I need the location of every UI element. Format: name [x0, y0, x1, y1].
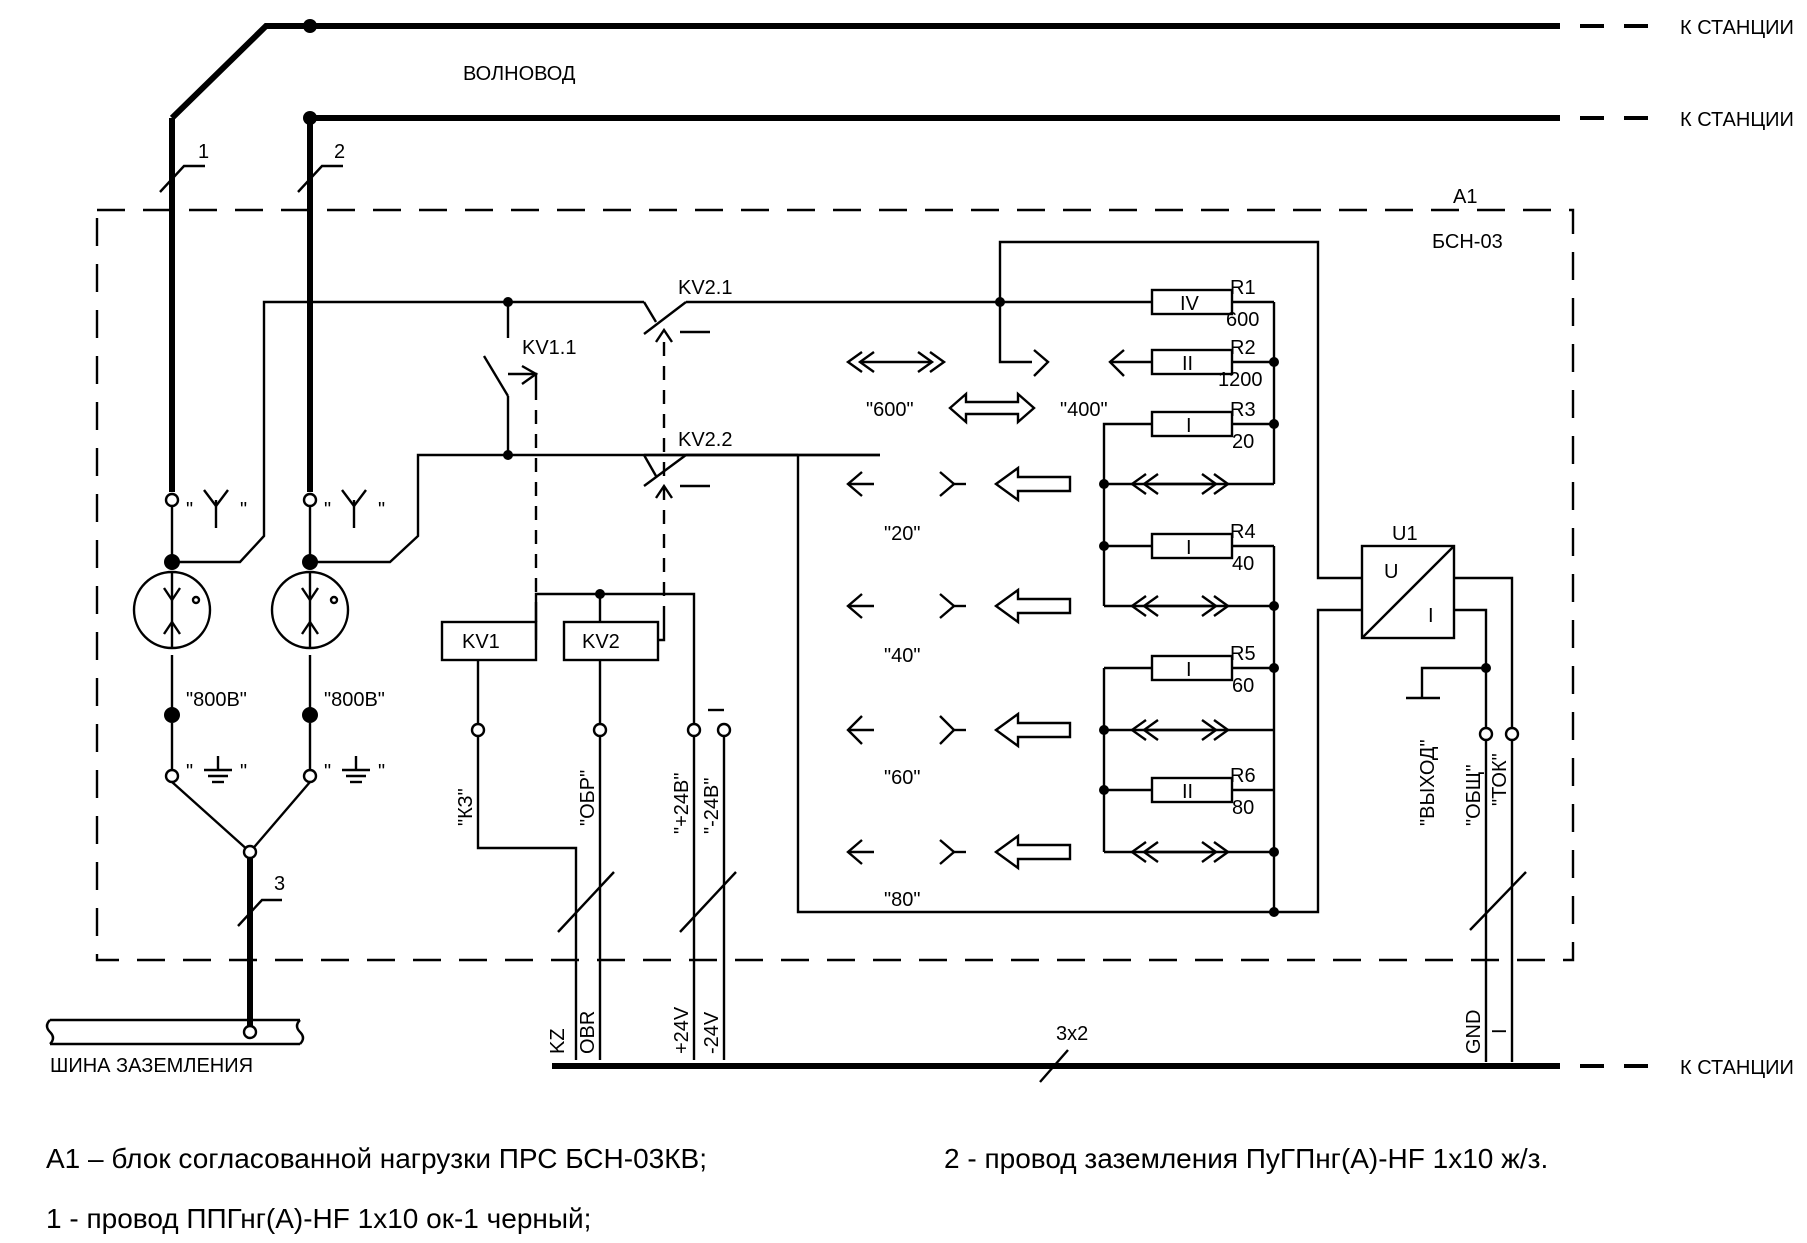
- wire-3-label: 3: [274, 873, 285, 895]
- block-model: БСН-03: [1432, 231, 1503, 253]
- selector-arrows: [948, 391, 1072, 871]
- position-600-label: "600": [866, 399, 914, 421]
- left-arrester-chain: [132, 468, 266, 853]
- resistor-r3: I R3 20: [1150, 399, 1256, 453]
- svg-text:I: I: [1186, 537, 1192, 559]
- pin-i: I: [1489, 1028, 1511, 1034]
- svg-text:R5: R5: [1230, 643, 1256, 665]
- pin-m24: -24V: [701, 1011, 723, 1054]
- position-20-label: "20": [884, 523, 920, 545]
- relay-kv1: [440, 620, 538, 662]
- load-network: [995, 240, 1362, 917]
- to-station-label-top: К СТАНЦИИ: [1680, 17, 1794, 39]
- svg-text:": ": [240, 499, 247, 521]
- svg-text:R1: R1: [1230, 277, 1256, 299]
- u1-label: U1: [1392, 523, 1418, 545]
- relay-kv1-label: KV1: [462, 631, 500, 653]
- block-designator: А1: [1453, 186, 1477, 208]
- arrester-arrows: [163, 587, 319, 635]
- cable-label: 3х2: [1056, 1023, 1088, 1045]
- jumper-connectors: [845, 351, 1231, 865]
- to-station-label-bottom: К СТАНЦИИ: [1680, 1057, 1794, 1079]
- waveguide-label: ВОЛНОВОД: [463, 63, 576, 85]
- pin-output-ru: "ВЫХОД": [1417, 739, 1439, 826]
- waveguide-lines: [169, 19, 1650, 125]
- svg-text:R3: R3: [1230, 399, 1256, 421]
- ground-symbol-right: " ": [324, 756, 385, 784]
- svg-text:": ": [324, 499, 331, 521]
- svg-text:": ": [378, 761, 385, 783]
- position-60-label: "60": [884, 767, 920, 789]
- svg-text:I: I: [1186, 415, 1192, 437]
- u1-input-label: U: [1384, 561, 1398, 583]
- wire-1-label: 1: [198, 141, 209, 163]
- resistor-r5: I R5 60: [1150, 643, 1256, 697]
- pin-common-ru: "ОБЩ": [1463, 764, 1485, 826]
- pin-obr: OBR: [577, 1011, 599, 1054]
- pin-gnd: GND: [1463, 1010, 1485, 1054]
- svg-text:": ": [186, 499, 193, 521]
- wire-2-label: 2: [334, 141, 345, 163]
- svg-text:R4: R4: [1230, 521, 1256, 543]
- svg-text:80: 80: [1232, 797, 1254, 819]
- relay-linkages: [534, 342, 666, 620]
- ground-bus-label: ШИНА ЗАЗЕМЛЕНИЯ: [50, 1055, 253, 1077]
- antenna-symbol-left: " ": [186, 489, 247, 528]
- pin-current-ru: "ТОК": [1489, 753, 1511, 806]
- arrester-left-label: "800В": [186, 689, 247, 711]
- position-400-label: "400": [1060, 399, 1108, 421]
- svg-text:": ": [186, 761, 193, 783]
- svg-text:R2: R2: [1230, 337, 1256, 359]
- to-station-label-middle: К СТАНЦИИ: [1680, 109, 1794, 131]
- ground-wire-3: [237, 844, 282, 1040]
- bottom-cable: [552, 1049, 1650, 1083]
- pin-p24: +24V: [671, 1006, 693, 1054]
- kv2-1-label: KV2.1: [678, 277, 732, 299]
- svg-text:40: 40: [1232, 553, 1254, 575]
- resistor-r4: I R4 40: [1150, 521, 1256, 575]
- antenna-feeders: [159, 118, 343, 492]
- antenna-symbol-right: " ": [324, 489, 385, 528]
- svg-text:IV: IV: [1180, 293, 1200, 315]
- kv1-1-label: KV1.1: [522, 337, 576, 359]
- control-terminals: [470, 708, 737, 1060]
- svg-text:": ": [324, 761, 331, 783]
- svg-text:": ": [240, 761, 247, 783]
- pin-m24-ru: "-24В": [701, 778, 723, 834]
- position-40-label: "40": [884, 645, 920, 667]
- svg-text:I: I: [1186, 659, 1192, 681]
- relay-kv2-label: KV2: [582, 631, 620, 653]
- relay-contacts: [262, 297, 1272, 914]
- block-a1-border: [95, 208, 1575, 962]
- legend-item-2: 2 - провод заземления ПуГПнг(А)-HF 1х10 …: [944, 1143, 1548, 1174]
- svg-text:II: II: [1182, 781, 1193, 803]
- legend-item-a1: А1 – блок согласованной нагрузки ПРС БСН…: [46, 1143, 707, 1174]
- svg-text:R6: R6: [1230, 765, 1256, 787]
- svg-text:1200: 1200: [1218, 369, 1263, 391]
- svg-text:": ": [378, 499, 385, 521]
- resistor-r1: IV R1 600: [1150, 277, 1259, 331]
- arrester-right-label: "800В": [324, 689, 385, 711]
- pin-obr-ru: "ОБР": [577, 770, 599, 826]
- kv2-2-label: KV2.2: [678, 429, 732, 451]
- relay-coils: [440, 589, 696, 724]
- ground-symbol-left: " ": [186, 756, 247, 784]
- transducer-u1: [1360, 544, 1527, 1062]
- u1-output-label: I: [1428, 605, 1434, 627]
- ground-bus: [45, 1018, 305, 1046]
- legend-item-1: 1 - провод ППГнг(А)-HF 1х10 ок-1 черный;: [46, 1203, 591, 1234]
- svg-text:600: 600: [1226, 309, 1259, 331]
- right-arrester-chain: [249, 453, 880, 853]
- pin-p24-ru: "+24В": [671, 773, 693, 834]
- svg-text:60: 60: [1232, 675, 1254, 697]
- pin-kz-ru: "КЗ": [455, 788, 477, 826]
- position-80-label: "80": [884, 889, 920, 911]
- svg-text:20: 20: [1232, 431, 1254, 453]
- resistor-r2: II R2 1200: [1150, 337, 1263, 391]
- resistor-r6: II R6 80: [1150, 765, 1256, 819]
- svg-text:II: II: [1182, 353, 1193, 375]
- pin-kz: KZ: [547, 1028, 569, 1054]
